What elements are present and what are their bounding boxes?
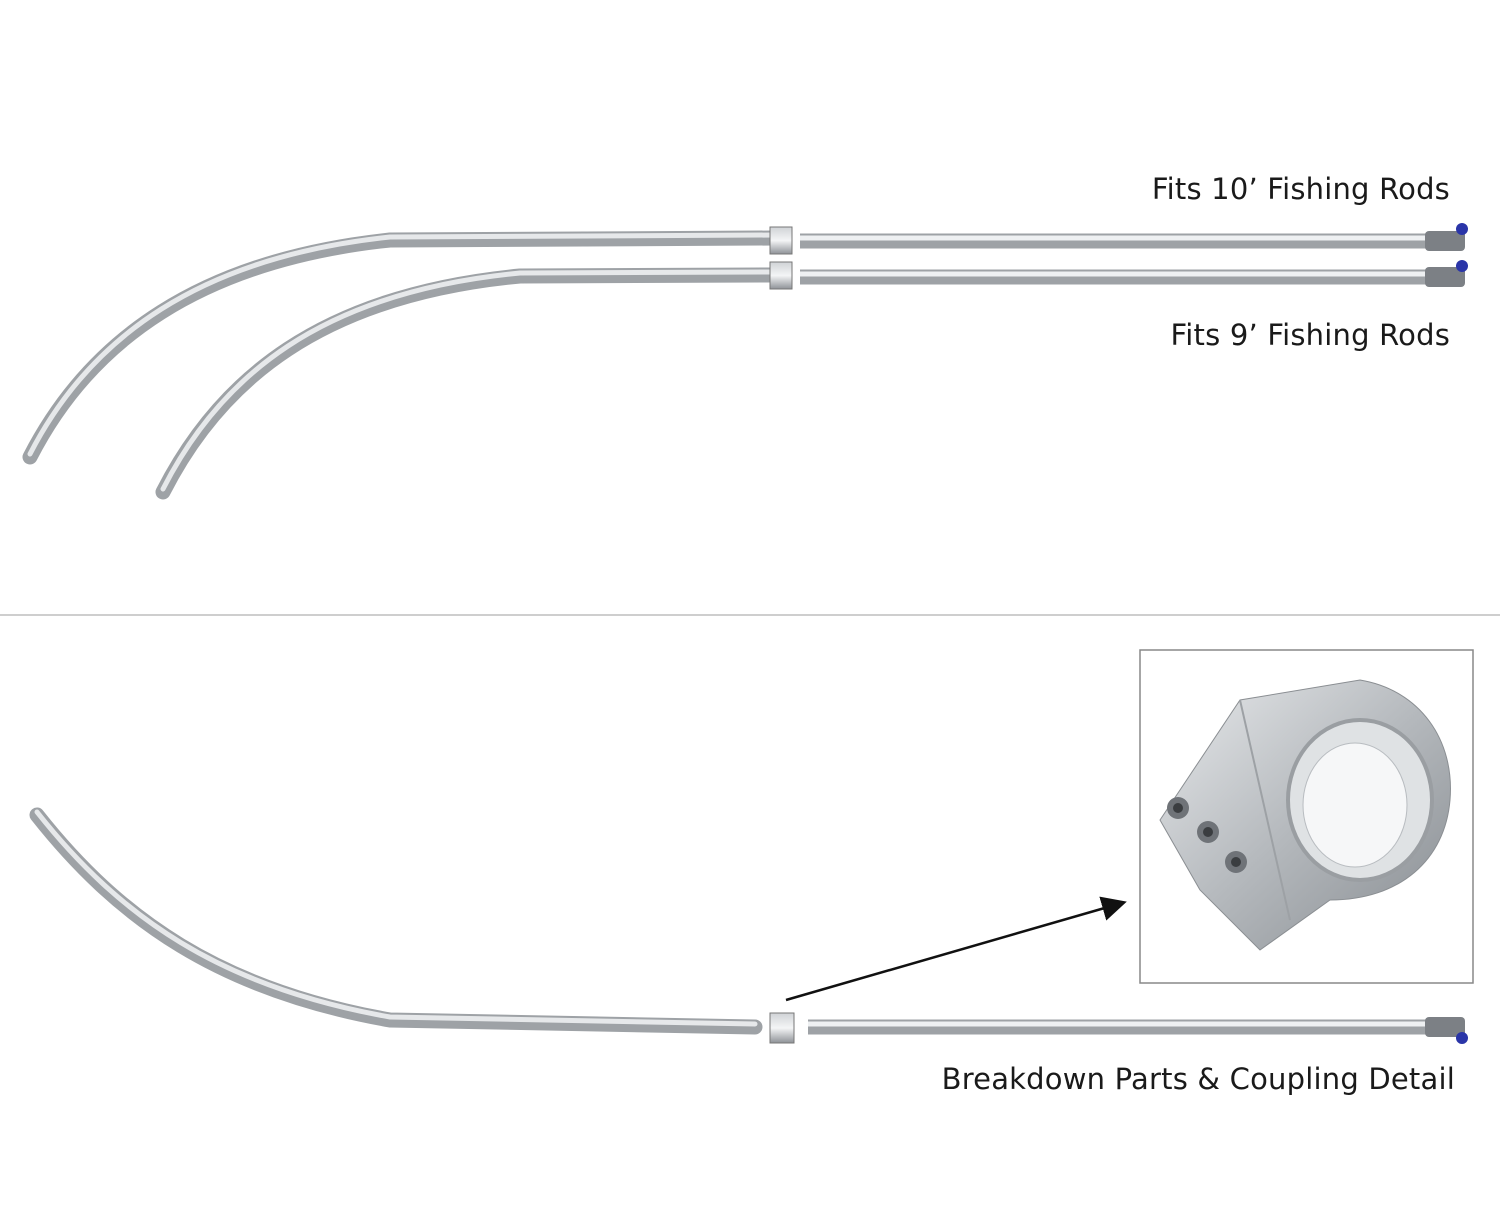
coupling	[769, 261, 793, 290]
label-breakdown: Breakdown Parts & Coupling Detail	[941, 1062, 1455, 1096]
coupling	[769, 226, 793, 255]
label-10ft-rods: Fits 10’ Fishing Rods	[1151, 172, 1450, 206]
end-cap-icon	[1425, 1017, 1468, 1044]
label-9ft-rods: Fits 9’ Fishing Rods	[1170, 318, 1450, 352]
screw-icon	[1225, 851, 1247, 873]
screw-icon	[1197, 821, 1219, 843]
rod-holder-breakdown	[29, 807, 1468, 1044]
rod-holder-10ft	[22, 223, 1468, 465]
screw-icon	[1167, 797, 1189, 819]
coupling-detail-inset	[1139, 649, 1474, 984]
rod-holder-9ft	[155, 260, 1468, 500]
coupling	[769, 1012, 795, 1044]
end-cap-icon	[1425, 260, 1468, 287]
arrow-icon	[785, 896, 1127, 1002]
end-cap-icon	[1425, 223, 1468, 251]
